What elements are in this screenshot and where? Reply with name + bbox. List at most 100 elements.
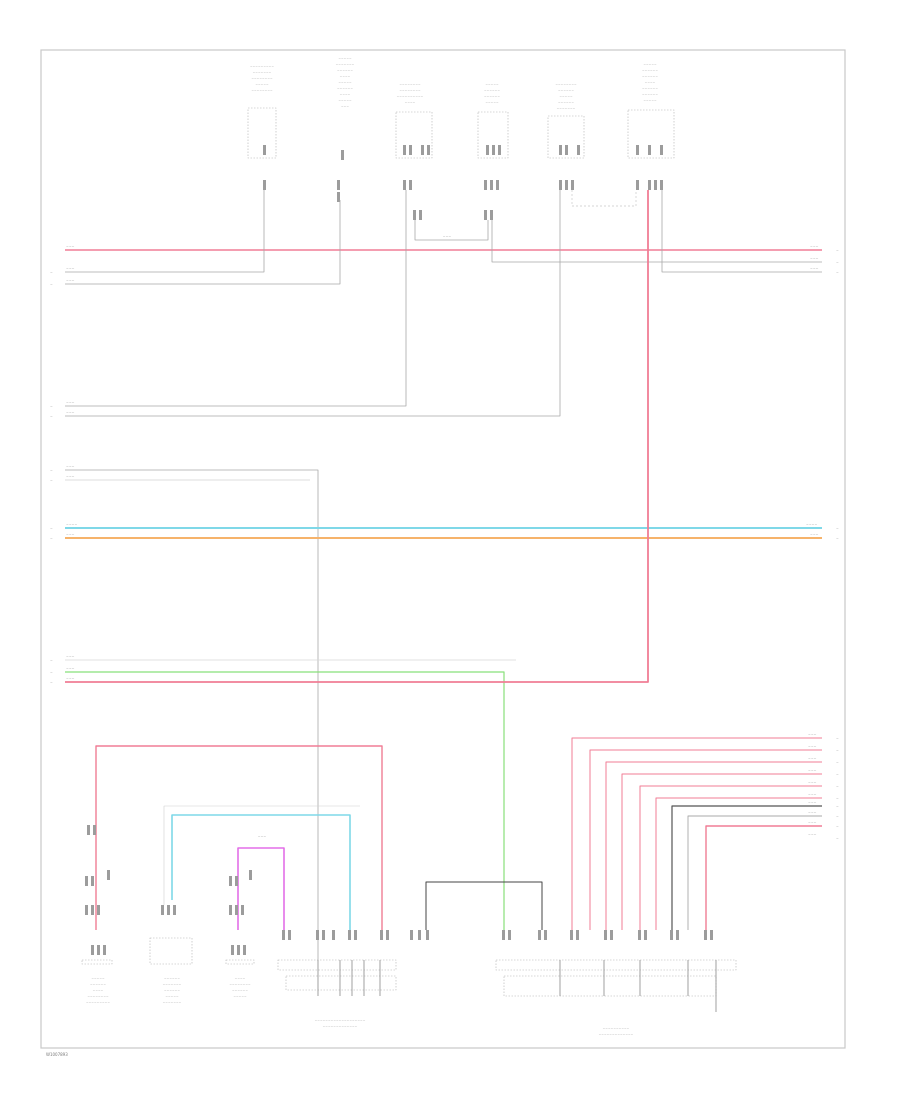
svg-text:~~~~~~~~: ~~~~~~~~ [251,89,273,93]
svg-text:~~~~~~~~~~: ~~~~~~~~~~ [603,1027,630,1031]
wire-pink-loop [95,745,383,930]
svg-text:~~~~~~: ~~~~~~ [337,69,353,73]
svg-text:~~~~~: ~~~~~ [255,83,269,87]
component-6: ~~~~~ ~~~~~~ ~~~~~~ ~~~~ ~~~~~~ ~~~~~~ ~… [627,63,675,190]
svg-text:~~~~~: ~~~~~ [643,63,657,67]
svg-text:~~~~: ~~~~ [340,93,351,97]
wire-right-2 [589,749,822,930]
svg-text:~~~~~~: ~~~~~~ [164,977,180,981]
component-1-box [247,107,277,159]
svg-text:~~~~~: ~~~~~ [233,995,247,999]
wire-gray-mid-2 [65,190,561,417]
svg-text:~~~~~~~: ~~~~~~~ [336,63,355,67]
svg-text:~: ~ [836,785,839,789]
wire-right-7 [671,805,822,930]
wire-dashed-link [571,190,637,207]
svg-text:~~~~~~~: ~~~~~~~ [253,71,272,75]
wire-black-loop [425,881,543,930]
wire-right-6 [655,797,822,930]
svg-text:~~~~~: ~~~~~ [485,101,499,105]
svg-text:~~~~~~: ~~~~~~ [484,89,500,93]
svg-text:~~~~~~~~~~~~~: ~~~~~~~~~~~~~ [323,1025,358,1029]
bottom-connector-2: ~~~~~~~~~~ ~~~~~~~~~~~~~ [495,930,737,1037]
svg-text:~: ~ [50,527,53,531]
svg-text:~: ~ [836,271,839,275]
svg-text:~~~~~~~~~~~~~: ~~~~~~~~~~~~~ [599,1033,634,1037]
svg-text:~~~: ~~~ [66,245,75,249]
svg-text:~~~~~~~: ~~~~~~~ [557,107,576,111]
svg-text:~~~: ~~~ [341,105,349,109]
svg-text:~: ~ [50,659,53,663]
wire-green [65,671,505,930]
svg-text:~: ~ [50,469,53,473]
svg-text:~: ~ [50,283,53,287]
component-1: ~~~~~~~~~ ~~~~~~~ ~~~~~~~~ ~~~~~ ~~~~~~~… [247,65,277,190]
svg-text:~~~~~~: ~~~~~~ [558,89,574,93]
svg-text:~~~~~~: ~~~~~~ [642,69,658,73]
svg-text:~~~~~~~: ~~~~~~~ [163,983,182,987]
svg-text:~~~~: ~~~~ [235,977,246,981]
wire-gray-down [65,469,319,960]
svg-text:~~~~~~: ~~~~~~ [337,87,353,91]
wire-gray-a [65,190,265,273]
svg-text:~~~~~: ~~~~~ [485,83,499,87]
svg-text:~~~~~~: ~~~~~~ [90,983,106,987]
svg-text:~~~~~: ~~~~~ [165,995,179,999]
component-3: ~~~~~~~~ ~~~~~~~~ ~~~~~~~~~~ ~~~~ [395,83,433,220]
svg-text:~~~: ~~~ [808,821,817,825]
svg-text:~~~: ~~~ [66,677,75,681]
svg-text:~~~~~~~~: ~~~~~~~~ [399,89,421,93]
svg-text:~: ~ [836,537,839,541]
svg-text:~~~: ~~~ [810,245,819,249]
svg-text:~~~: ~~~ [66,475,75,479]
component-7: ~~~~~ ~~~~~~ ~~~~ ~~~~~~~~ ~~~~~~~~~ [81,825,113,1005]
svg-text:~~~~~~: ~~~~~~ [558,101,574,105]
svg-text:~~~~~~~: ~~~~~~~ [163,1001,182,1005]
svg-text:~~~~~~~~: ~~~~~~~~ [251,77,273,81]
wire-right-3 [605,761,822,930]
svg-text:~: ~ [836,837,839,841]
svg-text:~~~: ~~~ [810,257,819,261]
svg-text:~~~~~: ~~~~~ [338,99,352,103]
svg-text:~~~~~~: ~~~~~~ [642,93,658,97]
svg-text:~~~: ~~~ [443,235,452,239]
wire-lightgray-loop [163,805,360,905]
svg-text:~~~: ~~~ [810,267,819,271]
bottom-left-components: ~~~~~ ~~~~~~ ~~~~ ~~~~~~~~ ~~~~~~~~~ ~~~… [81,825,255,1005]
svg-text:~~~~~~~~~~~~~~~~~~~: ~~~~~~~~~~~~~~~~~~~ [315,1019,366,1023]
svg-text:~~~~: ~~~~ [405,101,416,105]
svg-text:~: ~ [50,415,53,419]
svg-text:~~~: ~~~ [66,655,75,659]
wire-gray-right-1 [491,220,822,263]
svg-text:~~~~~: ~~~~~ [91,977,105,981]
svg-text:~~~~~: ~~~~~ [338,81,352,85]
svg-text:~: ~ [836,773,839,777]
top-components: ~~~~~~~~~ ~~~~~~~ ~~~~~~~~ ~~~~~ ~~~~~~~… [247,57,675,220]
wire-right-1 [571,737,822,930]
wires: ~~~ ~~~ [65,190,822,960]
svg-text:~~~~~~~~~~: ~~~~~~~~~~ [397,95,424,99]
svg-text:~~~~~~~~: ~~~~~~~~ [87,995,109,999]
svg-text:~~~~~~~~~: ~~~~~~~~~ [86,1001,110,1005]
wire-magenta [237,847,285,930]
wire-labels: ~~~ ~~~~ ~~~~ ~~~~ ~~~~ ~~~~ ~~~~ ~~~~~ … [50,245,839,841]
svg-text:~~~: ~~~ [808,801,817,805]
svg-text:~~~~~~~~: ~~~~~~~~ [229,983,251,987]
svg-text:~~~~~~~~: ~~~~~~~~ [555,83,577,87]
svg-text:~: ~ [50,537,53,541]
wire-gray-mid-1 [65,190,407,407]
svg-text:~: ~ [836,749,839,753]
svg-text:~~~: ~~~ [66,667,75,671]
svg-text:~: ~ [50,479,53,483]
svg-text:~~~~~~: ~~~~~~ [232,989,248,993]
wire-gray-b [65,200,341,285]
svg-text:~: ~ [50,671,53,675]
svg-text:~~~: ~~~ [808,769,817,773]
svg-text:~~~~~~~~: ~~~~~~~~ [399,83,421,87]
svg-text:~~~: ~~~ [808,793,817,797]
svg-text:~~~: ~~~ [66,267,75,271]
svg-text:~~~~~~~~~: ~~~~~~~~~ [250,65,274,69]
svg-text:~~~: ~~~ [66,279,75,283]
svg-text:~~~~~~: ~~~~~~ [642,87,658,91]
